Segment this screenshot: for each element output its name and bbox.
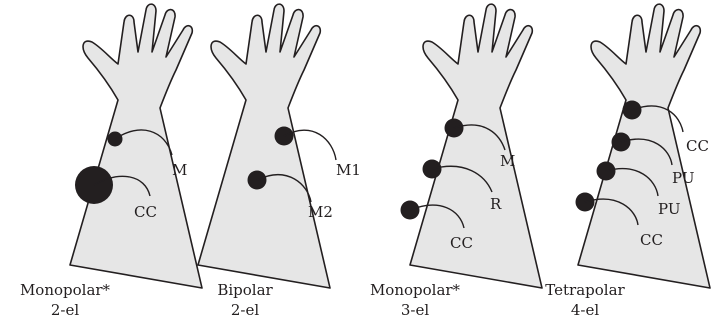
panel-monopolar-3el: M R CC xyxy=(401,4,543,288)
caption-monopolar-3el: Monopolar* 3-el xyxy=(360,280,470,320)
forearm-hand-outline-2 xyxy=(198,4,330,288)
panel-monopolar-2el: M CC xyxy=(70,4,202,288)
electrode-label-pu-2: PU xyxy=(658,200,680,218)
electrode-label-cc-bottom: CC xyxy=(640,231,663,249)
caption-bipolar-2el: Bipolar 2-el xyxy=(190,280,300,320)
electrode-label-cc: CC xyxy=(450,234,473,252)
panel-bipolar-2el: M1 M2 xyxy=(198,4,361,288)
caption-subtitle: 4-el xyxy=(530,300,640,320)
electrode-label-pu-1: PU xyxy=(672,169,694,187)
caption-title: Monopolar* xyxy=(10,280,120,300)
caption-subtitle: 3-el xyxy=(360,300,470,320)
electrode-label-cc-top: CC xyxy=(686,137,709,155)
panel-tetrapolar-4el: CC PU PU CC xyxy=(576,4,711,288)
electrode-label-cc: CC xyxy=(134,203,157,221)
electrode-label-m2: M2 xyxy=(308,203,333,221)
forearm-hand-outline-3 xyxy=(410,4,542,288)
caption-title: Bipolar xyxy=(190,280,300,300)
electrode-label-m1: M1 xyxy=(336,161,361,179)
caption-monopolar-2el: Monopolar* 2-el xyxy=(10,280,120,320)
caption-title: Monopolar* xyxy=(360,280,470,300)
electrode-label-r: R xyxy=(490,195,502,213)
caption-title: Tetrapolar xyxy=(530,280,640,300)
caption-tetrapolar-4el: Tetrapolar 4-el xyxy=(530,280,640,320)
caption-subtitle: 2-el xyxy=(10,300,120,320)
electrode-label-m: M xyxy=(172,161,187,179)
caption-subtitle: 2-el xyxy=(190,300,300,320)
forearm-hand-outline-1 xyxy=(70,4,202,288)
electrode-label-m: M xyxy=(500,152,515,170)
